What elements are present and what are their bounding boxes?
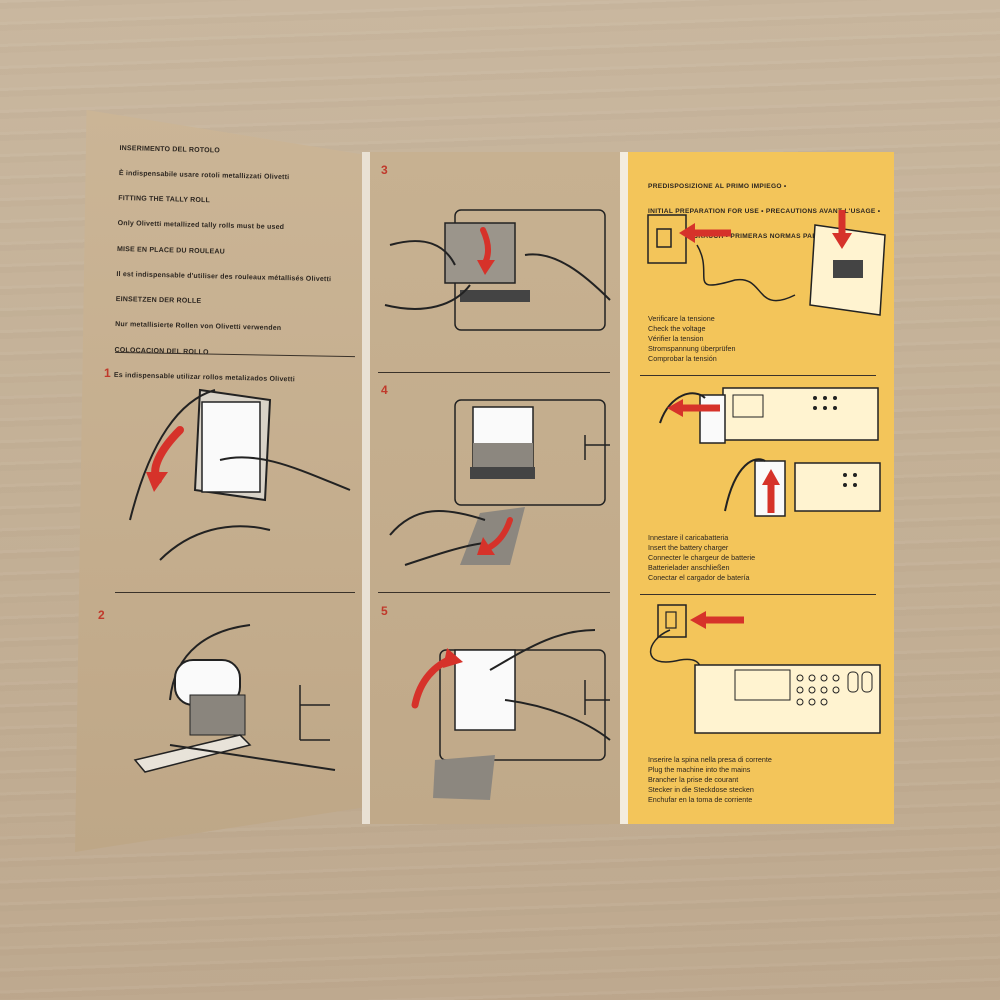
leaflet-fold <box>362 152 370 824</box>
step-3-illustration <box>384 209 611 331</box>
charger-caption: Innestare il caricabatteria Insert the b… <box>648 533 755 583</box>
heading-line: EINSETZEN DER ROLLE <box>115 296 202 306</box>
step-number-5: 5 <box>381 604 388 618</box>
heading-line: INSERIMENTO DEL ROTOLO <box>119 144 221 155</box>
step-5-illustration <box>411 629 611 800</box>
heading-line: INITIAL PREPARATION FOR USE • PRECAUTION… <box>648 208 881 216</box>
divider-line <box>640 375 876 376</box>
caption-line: Inserire la spina nella presa di corrent… <box>648 755 772 764</box>
step-2-illustration <box>133 624 336 773</box>
caption-line: Enchufar en la toma de corriente <box>648 795 753 804</box>
caption-line: Brancher la prise de courant <box>648 775 739 784</box>
step-number-4: 4 <box>381 383 388 397</box>
divider-line <box>640 594 876 595</box>
caption-line: Check the voltage <box>648 324 706 333</box>
heading-line: È indispensabile usare rotoli metallizza… <box>118 170 290 182</box>
step-number-3: 3 <box>381 163 388 177</box>
caption-line: Stromspannung überprüfen <box>648 344 736 353</box>
heading-line: FITTING THE TALLY ROLL <box>118 195 211 205</box>
heading-line: MISE EN PLACE DU ROULEAU <box>116 245 225 256</box>
voltage-caption: Verificare la tensione Check the voltage… <box>648 314 736 364</box>
heading-line: PREDISPOSIZIONE AL PRIMO IMPIEGO • <box>648 182 787 190</box>
divider-line <box>115 592 355 593</box>
caption-line: Comprobar la tensión <box>648 354 717 363</box>
caption-line: Stecker in die Steckdose stecken <box>648 785 754 794</box>
caption-line: Vérifier la tension <box>648 334 704 343</box>
caption-line: Connecter le chargeur de batterie <box>648 553 756 562</box>
heading-line: Only Olivetti metallized tally rolls mus… <box>117 220 285 232</box>
mains-caption: Inserire la spina nella presa di corrent… <box>648 755 772 805</box>
voltage-check-illustration <box>647 210 886 316</box>
caption-line: Plug the machine into the mains <box>648 765 751 774</box>
caption-line: Innestare il caricabatteria <box>648 533 729 542</box>
caption-line: Conectar el cargador de batería <box>648 573 750 582</box>
caption-line: Insert the battery charger <box>648 543 729 552</box>
step-number-1: 1 <box>104 366 111 380</box>
step-1-illustration <box>129 388 351 561</box>
step-4-illustration <box>389 399 610 566</box>
divider-line <box>378 372 610 373</box>
heading-line: Nur metallisierte Rollen von Olivetti ve… <box>115 321 282 333</box>
leaflet-fold <box>620 152 628 824</box>
step-number-2: 2 <box>98 608 105 622</box>
heading-line: Il est indispensable d'utiliser des roul… <box>116 270 332 284</box>
battery-charger-illustration <box>659 387 881 517</box>
caption-line: Batterielader anschließen <box>648 563 730 572</box>
divider-line <box>378 592 610 593</box>
mains-plug-illustration <box>649 604 881 734</box>
caption-line: Verificare la tensione <box>648 314 715 323</box>
